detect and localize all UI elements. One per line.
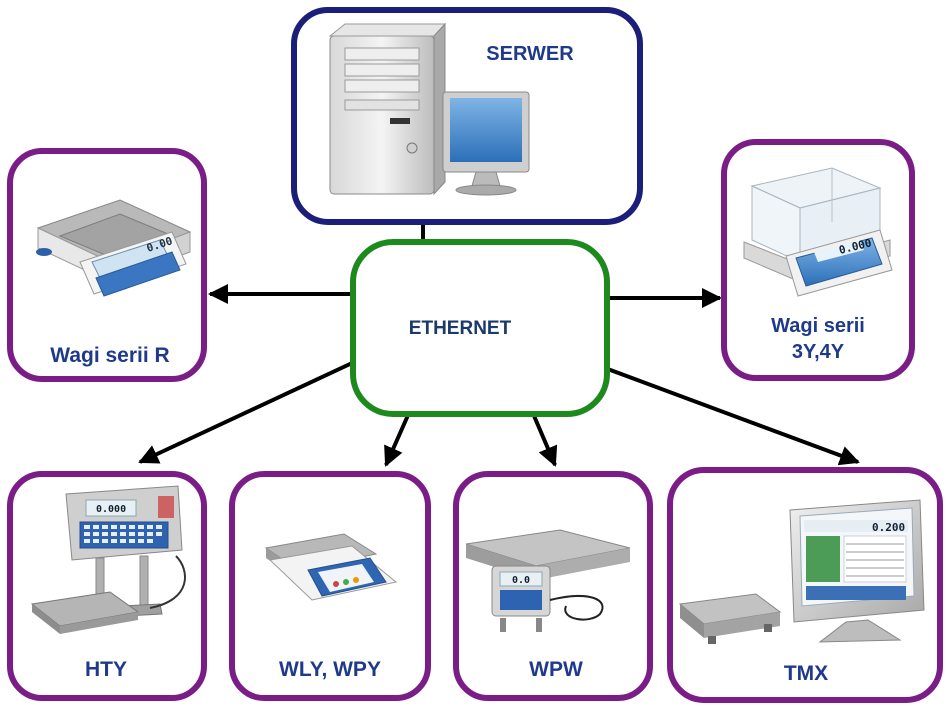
device-hty: 0.000 HTY (7, 471, 207, 701)
hty-label: HTY (85, 658, 127, 681)
arrow-tmx-hub (576, 354, 860, 466)
arrow-hty-hub (138, 348, 382, 464)
server-node: SERWER (291, 7, 643, 225)
device-wly-wpy: WLY, WPY (229, 471, 431, 701)
server-computer-icon (328, 22, 530, 196)
wpw-label: WPW (529, 658, 583, 681)
touch-terminal-icon: 0.200 (789, 499, 925, 643)
hty-display: 0.000 (96, 504, 126, 515)
hub-box (350, 239, 610, 417)
y-series-label-line1: Wagi serii (771, 315, 865, 337)
platform-scale-icon-wpw: 0.0 (465, 529, 631, 632)
scale-terminal-icon: 0.000 (30, 485, 186, 634)
y-series-label-line2: 3Y,4Y (792, 341, 845, 363)
wpw-box (453, 471, 653, 701)
precision-balance-icon: 0.00 (36, 199, 192, 297)
wpw-display: 0.0 (512, 575, 530, 586)
device-y-series: 0.000 Wagi serii 3Y,4Y (721, 139, 915, 381)
platform-scale-icon-tmx (678, 593, 782, 644)
device-wpw: 0.0 WPW (453, 471, 653, 701)
platform-scale-icon-wly (264, 533, 398, 601)
tmx-display: 0.200 (872, 521, 905, 534)
ethernet-hub: ETHERNET (350, 239, 610, 417)
r-series-label: Wagi serii R (50, 344, 169, 367)
analytical-balance-icon: 0.000 (743, 167, 893, 297)
tmx-label: TMX (784, 662, 828, 685)
wly-wpy-label: WLY, WPY (279, 658, 381, 681)
device-tmx: 0.200 TMX (667, 467, 943, 703)
device-r-series: 0.00 Wagi serii R (7, 148, 207, 382)
server-label: SERWER (486, 43, 574, 65)
hub-label: ETHERNET (409, 318, 512, 339)
